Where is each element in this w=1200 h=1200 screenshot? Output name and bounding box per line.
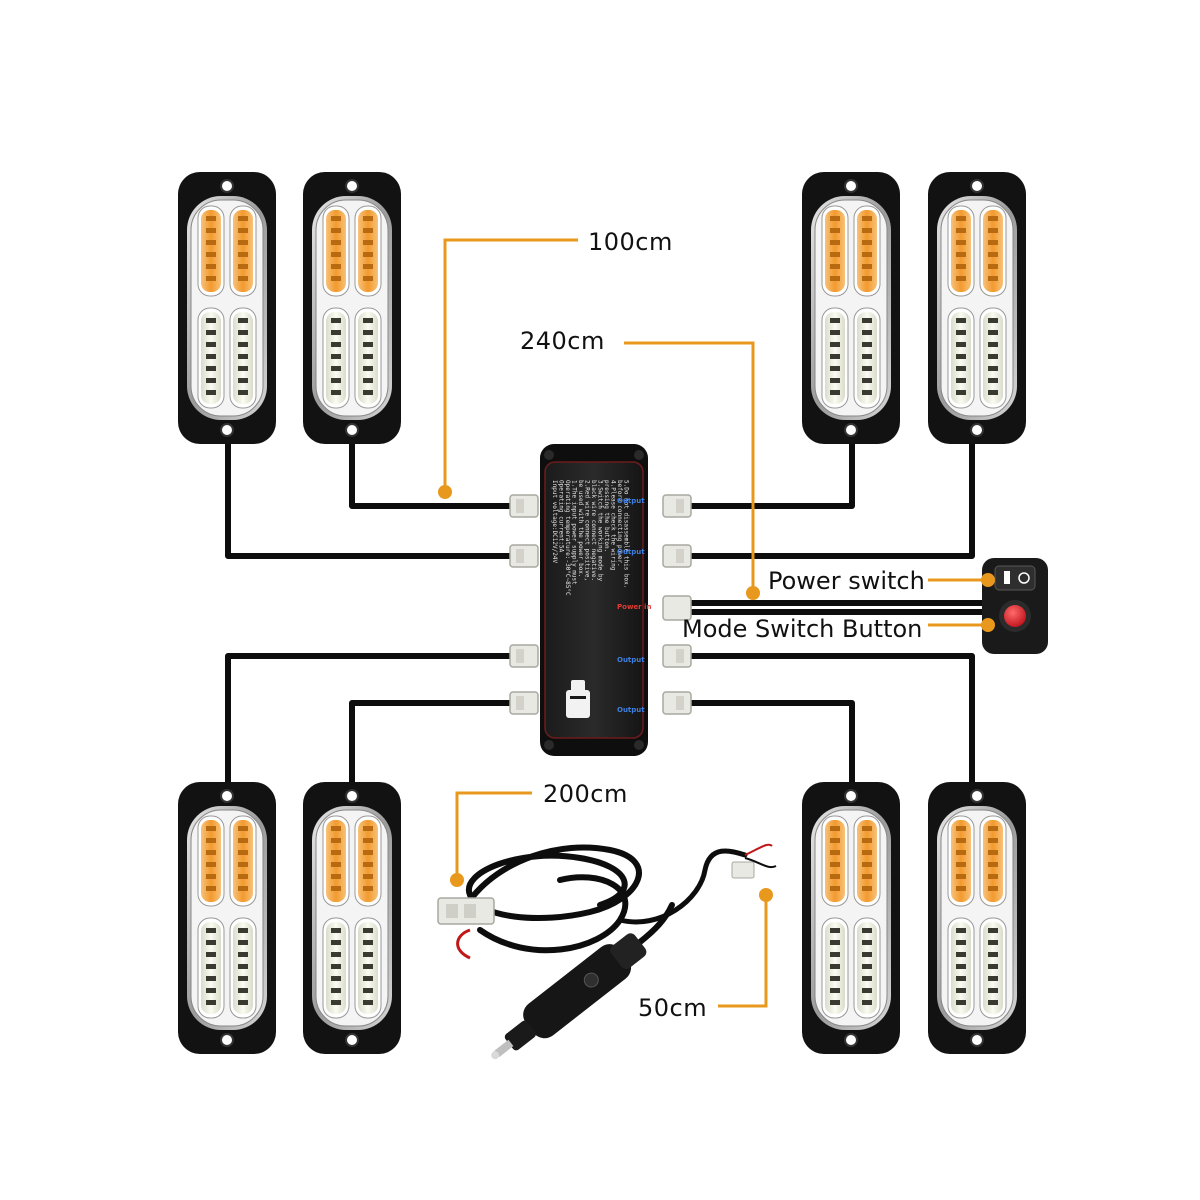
mount-hole-icon	[634, 450, 644, 460]
panel-text-line: 5.Do not disassemble this box.	[623, 480, 630, 588]
label-power-switch: Power switch	[768, 567, 925, 595]
strobe-light-head-icon	[303, 172, 401, 444]
strobe-light-head-icon	[303, 782, 401, 1054]
callout-dot-icon	[450, 873, 464, 887]
mount-hole-icon	[544, 740, 554, 750]
panel-text-line: 1.The input power supply must	[571, 480, 578, 585]
strobe-light-head-icon	[928, 172, 1026, 444]
callout-dot-icon	[438, 485, 452, 499]
strobe-light-head-icon	[178, 782, 276, 1054]
panel-text-line: Operating temperature:-30°C~85°C	[564, 480, 571, 596]
wire	[225, 653, 518, 782]
switch-box	[982, 558, 1048, 654]
power-connector-icon	[662, 595, 692, 621]
callout-50cm: 50cm	[638, 888, 773, 1022]
panel-text-line: be used with the power box.	[577, 480, 584, 578]
callout-200cm: 200cm	[450, 780, 628, 887]
callout-mode-switch: Mode Switch Button	[682, 615, 995, 643]
panel-text-line: Operating current:5A	[558, 480, 565, 553]
callout-100cm: 100cm	[438, 228, 673, 499]
light-heads	[178, 172, 1026, 1054]
panel-text-line: 4.Please check the wiring	[610, 480, 617, 571]
callout-dot-icon	[759, 888, 773, 902]
wire	[349, 700, 518, 782]
wire-layer	[225, 440, 982, 782]
port-label: Output	[617, 706, 645, 714]
connector-layer	[509, 494, 692, 715]
wire	[690, 700, 855, 782]
panel-text-line: 3.Switch the working mode by	[597, 480, 604, 582]
strobe-light-head-icon	[802, 782, 900, 1054]
callout-dot-icon	[981, 618, 995, 632]
callout-240cm: 240cm	[520, 327, 760, 600]
wire	[690, 440, 855, 509]
label-200cm: 200cm	[543, 780, 628, 808]
callout-dot-icon	[981, 573, 995, 587]
strobe-light-head-icon	[178, 172, 276, 444]
port-label: Power in	[617, 603, 651, 611]
port-label: Output	[617, 656, 645, 664]
label-100cm: 100cm	[588, 228, 673, 256]
port-label: Output	[617, 497, 645, 505]
device-icon	[566, 680, 590, 718]
label-50cm: 50cm	[638, 994, 707, 1022]
port-label: Output	[617, 548, 645, 556]
rocker-off-mark-icon	[1018, 572, 1030, 584]
length-callouts: 100cm 240cm Power switch Mode Switch But…	[438, 228, 995, 1022]
strobe-light-head-icon	[802, 172, 900, 444]
label-240cm: 240cm	[520, 327, 605, 355]
panel-text-line: Input voltage:DC12V/24V	[551, 480, 558, 563]
wire	[349, 440, 518, 509]
strobe-light-head-icon	[928, 782, 1026, 1054]
wire	[690, 653, 975, 782]
power-harness-icon	[437, 843, 777, 960]
rocker-on-mark-icon	[1004, 571, 1010, 584]
mount-hole-icon	[634, 740, 644, 750]
wire	[225, 440, 518, 559]
cigarette-lighter-plug-icon	[491, 902, 675, 1060]
panel-text-line: black wire connect negative.	[590, 480, 597, 581]
callout-dot-icon	[746, 586, 760, 600]
panel-text-line: 2.Red wire connect positive,	[584, 480, 591, 581]
panel-text-line: pressing the button.	[603, 480, 610, 552]
harness-connector-icon	[731, 861, 755, 879]
wire	[690, 440, 975, 559]
mount-hole-icon	[544, 450, 554, 460]
label-mode-switch: Mode Switch Button	[682, 615, 922, 643]
panel-text-line: before connecting power.	[616, 480, 623, 567]
mode-button-icon[interactable]	[1004, 605, 1026, 627]
controller-face	[544, 461, 644, 739]
callout-power-switch: Power switch	[768, 567, 995, 595]
